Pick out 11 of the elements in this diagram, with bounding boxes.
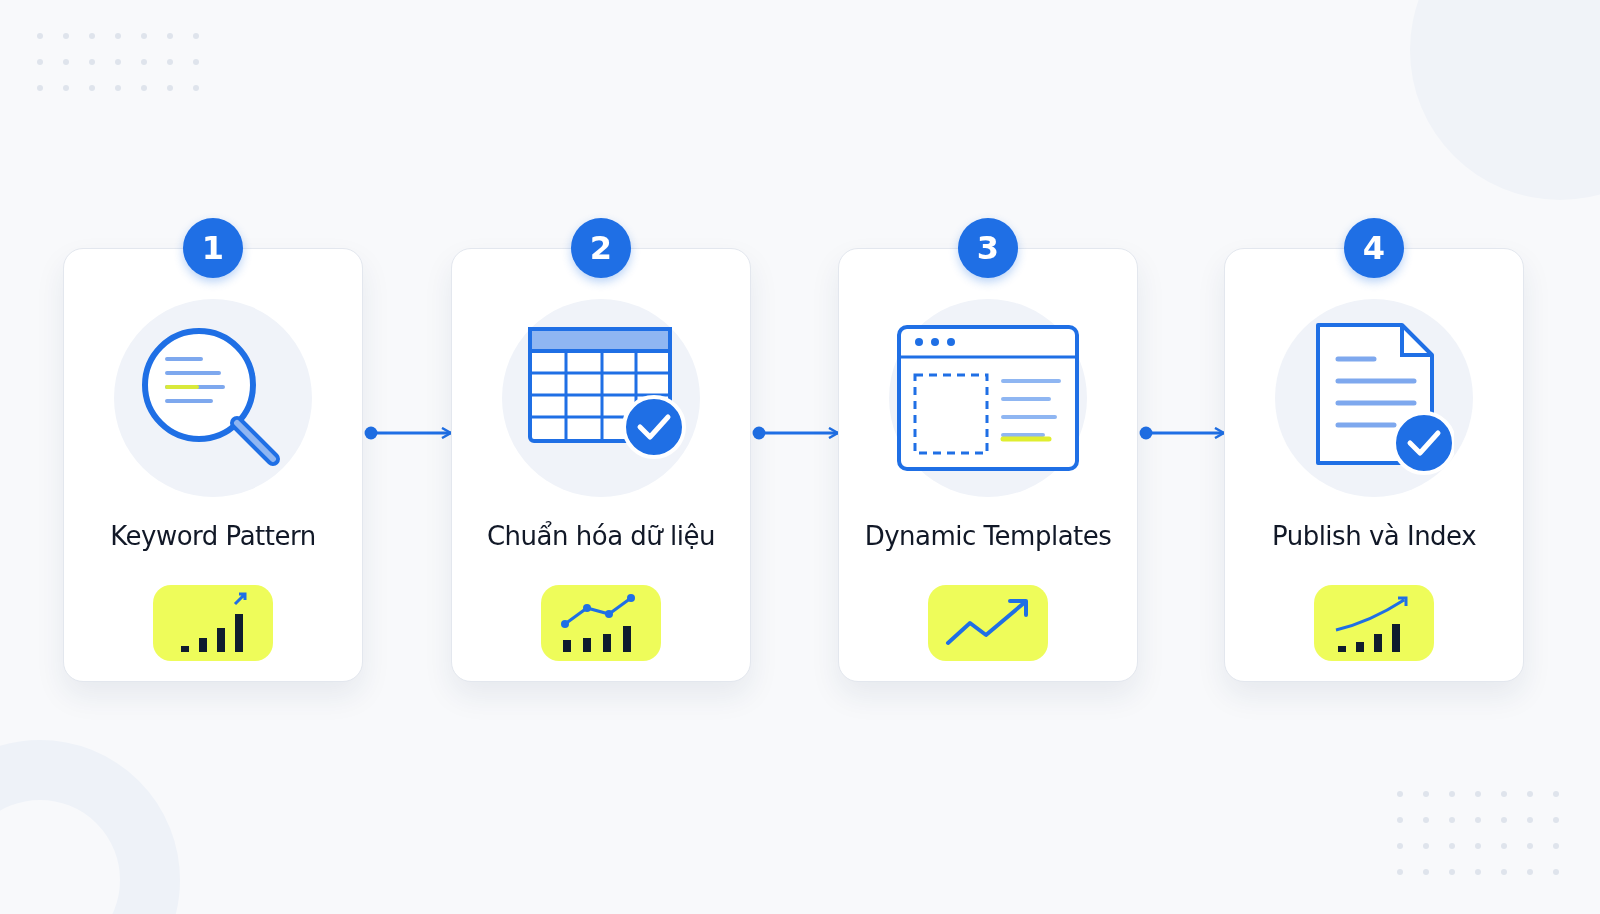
arrow bbox=[1139, 426, 1226, 440]
step-number-badge: 3 bbox=[958, 218, 1018, 278]
step-title: Keyword Pattern bbox=[109, 521, 317, 551]
step-number-badge: 1 bbox=[183, 218, 243, 278]
step-title: Publish và Index bbox=[1270, 521, 1478, 551]
step-title: Chuẩn hóa dữ liệu bbox=[485, 521, 716, 551]
step-number-badge: 4 bbox=[1344, 218, 1404, 278]
step-number-badge: 2 bbox=[571, 218, 631, 278]
arrow bbox=[364, 426, 453, 440]
arrow bbox=[752, 426, 840, 440]
step-title: Dynamic Templates bbox=[863, 521, 1113, 551]
